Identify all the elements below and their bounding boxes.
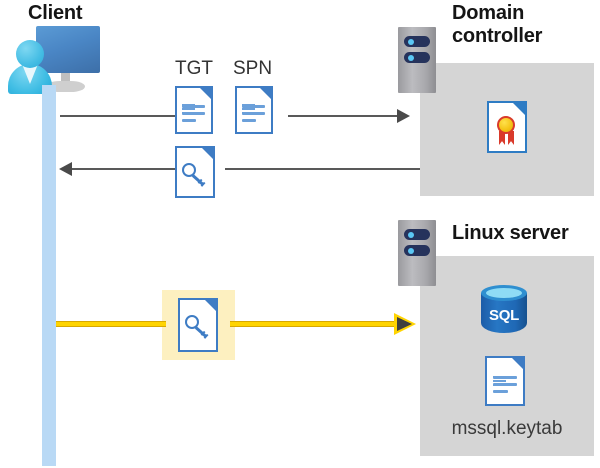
domain-controller-title-line1: Domain (452, 2, 525, 24)
user-workstation-icon (8, 26, 100, 94)
rack-led-bar (404, 52, 430, 63)
linux-server-title: Linux server (452, 222, 569, 244)
key-tooth (203, 333, 209, 340)
domain-controller-title: Domain controller (452, 2, 592, 48)
linux-server-rack-icon (398, 220, 436, 286)
person-collar-icon (22, 64, 38, 84)
certificate-ribbon-left (499, 131, 505, 145)
rack-led-bar (404, 229, 430, 240)
document-fold (258, 86, 273, 101)
monitor-base-icon (46, 81, 85, 92)
document-fold (198, 86, 213, 101)
document-fold (203, 298, 218, 313)
person-head-icon (16, 40, 44, 68)
response-arrow-line-left (72, 168, 175, 170)
document-text-line (493, 376, 517, 379)
key-icon (182, 163, 207, 188)
sql-database-icon: SQL (481, 285, 527, 341)
document-text-line (493, 390, 508, 393)
rack-led-bar (404, 245, 430, 256)
rack-led-bar (404, 36, 430, 47)
response-arrowhead (59, 162, 72, 176)
spn-label: SPN (233, 58, 273, 79)
request-arrowhead (397, 109, 410, 123)
service-ticket-arrowhead-inner (397, 317, 412, 331)
tgt-document-icon (175, 86, 213, 134)
document-fold (200, 146, 215, 161)
key-ring (182, 163, 196, 177)
rack-led-dot (408, 231, 414, 238)
document-text-line (182, 105, 205, 108)
key-icon (185, 315, 210, 340)
rack-led-dot (408, 247, 414, 254)
sql-database-label: SQL (489, 307, 519, 324)
key-tooth (200, 181, 206, 188)
monitor-screen-icon (36, 26, 100, 73)
database-cylinder-top (481, 285, 527, 301)
document-fold (511, 101, 527, 117)
service-ticket-arrow-line-left (56, 321, 166, 327)
document-fold (510, 356, 525, 371)
document-text-line (493, 383, 517, 386)
service-ticket-key-document-icon (178, 298, 218, 352)
ticket-key-document-icon (175, 146, 215, 198)
document-text-line (242, 105, 265, 108)
certificate-seal-icon (497, 116, 515, 134)
request-arrow-line-right (288, 115, 398, 117)
certificate-ribbon-right (508, 131, 514, 145)
rack-led-dot (408, 54, 414, 61)
certificate-document-icon (487, 101, 527, 153)
client-lifeline (42, 85, 56, 466)
document-text-line (182, 119, 196, 122)
spn-document-icon (235, 86, 273, 134)
service-ticket-arrow-line-right (230, 321, 395, 327)
keytab-document-icon (485, 356, 525, 406)
document-text-line (242, 112, 265, 115)
client-title: Client (28, 2, 83, 24)
document-text-line (182, 112, 205, 115)
keytab-filename-label: mssql.keytab (451, 418, 563, 439)
request-arrow-line-left (60, 115, 175, 117)
document-text-line (242, 119, 256, 122)
domain-controller-title-line2: controller (452, 25, 543, 47)
response-arrow-line-right (225, 168, 420, 170)
monitor-neck-icon (61, 73, 70, 83)
tgt-label: TGT (175, 58, 213, 79)
database-cylinder-top-inner (486, 288, 522, 298)
rack-led-dot (408, 38, 414, 45)
key-ring (185, 315, 199, 329)
domain-controller-server-rack-icon (398, 27, 436, 93)
